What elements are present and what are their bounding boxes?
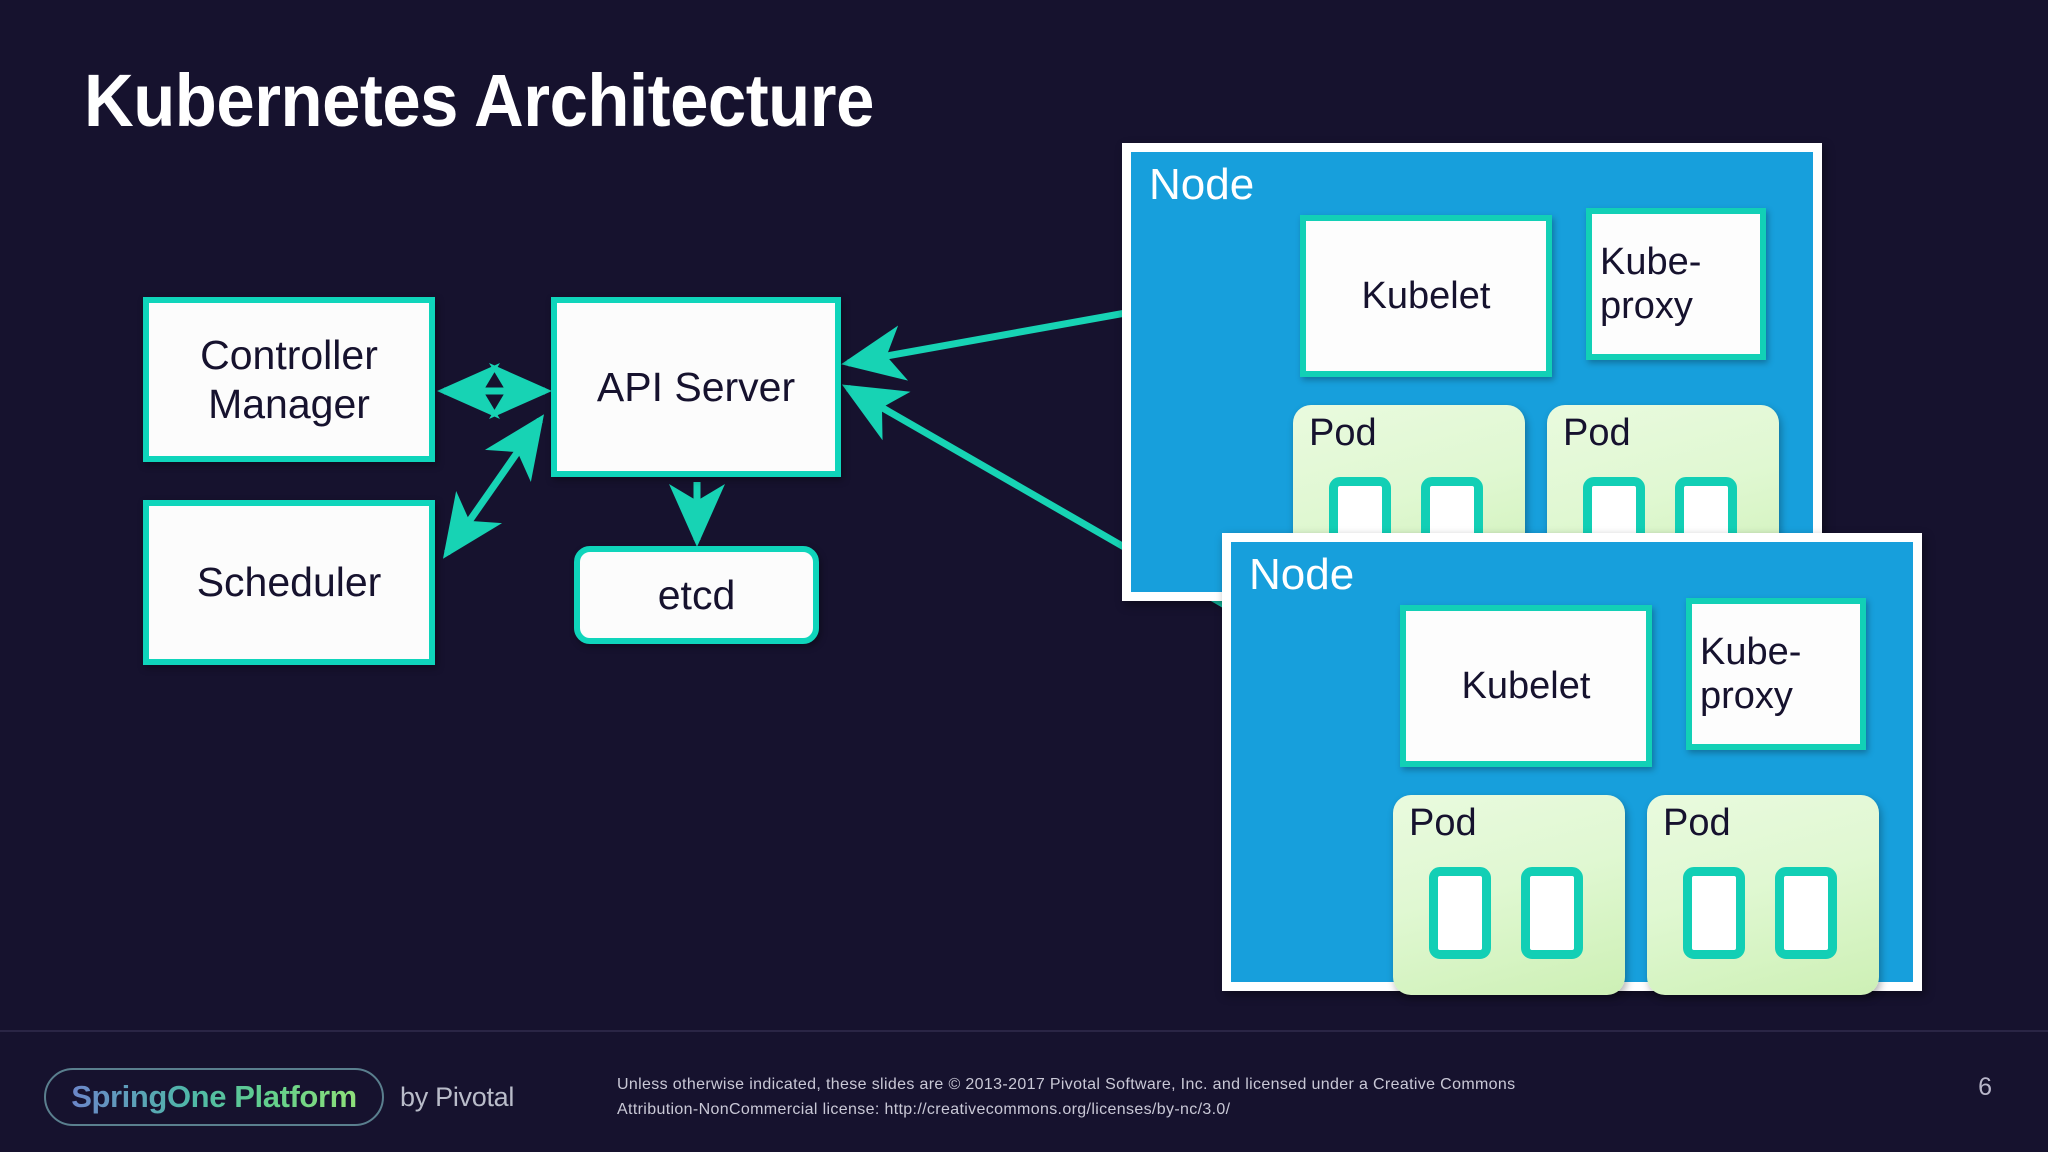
copyright-text: Unless otherwise indicated, these slides… xyxy=(617,1073,1516,1123)
pod-label: Pod xyxy=(1663,802,1731,844)
etcd-box: etcd xyxy=(574,546,819,644)
etcd-label: etcd xyxy=(657,571,736,618)
springone-logo-text: SpringOne Platform xyxy=(71,1079,357,1114)
kube-proxy-box-2: Kube- proxy xyxy=(1686,598,1866,750)
copyright-line-2: Attribution-NonCommercial license: http:… xyxy=(617,1100,1231,1118)
node-box-1: Node Kubelet Kube- proxy Pod Pod xyxy=(1122,143,1822,605)
node-label-2: Node xyxy=(1249,550,1355,599)
container-box xyxy=(1775,867,1837,959)
node-label-1: Node xyxy=(1149,160,1255,209)
api-server-box: API Server xyxy=(551,297,841,477)
kubelet-box-1: Kubelet xyxy=(1300,215,1552,377)
pod-label: Pod xyxy=(1563,412,1631,454)
container-box xyxy=(1683,867,1745,959)
springone-logo: SpringOne Platform xyxy=(44,1068,384,1126)
pod-box: Pod xyxy=(1647,795,1879,995)
page-number: 6 xyxy=(1978,1073,1992,1101)
copyright-line-1: Unless otherwise indicated, these slides… xyxy=(617,1076,1516,1093)
kube-proxy-label-2: Kube- proxy xyxy=(1700,630,1802,717)
controller-manager-box: Controller Manager xyxy=(143,297,435,462)
scheduler-box: Scheduler xyxy=(143,500,435,665)
arrow-scheduler-api-server xyxy=(442,414,545,559)
kube-proxy-box-1: Kube- proxy xyxy=(1586,208,1766,360)
kubelet-box-2: Kubelet xyxy=(1400,605,1652,767)
pod-label: Pod xyxy=(1409,802,1477,844)
kubelet-label-1: Kubelet xyxy=(1361,274,1491,317)
by-pivotal-label: by Pivotal xyxy=(400,1082,515,1112)
page-title: Kubernetes Architecture xyxy=(84,59,874,142)
container-box xyxy=(1429,867,1491,959)
pod-box: Pod xyxy=(1393,795,1625,995)
scheduler-label: Scheduler xyxy=(196,559,382,606)
kubelet-label-2: Kubelet xyxy=(1461,664,1591,707)
kube-proxy-label-1: Kube- proxy xyxy=(1600,240,1702,327)
node-box-2: Node Kubelet Kube- proxy Pod Pod xyxy=(1222,533,1922,995)
controller-manager-label: Controller Manager xyxy=(200,332,378,427)
pod-label: Pod xyxy=(1309,412,1377,454)
footer-divider xyxy=(0,1030,2048,1032)
container-box xyxy=(1521,867,1583,959)
api-server-label: API Server xyxy=(596,363,796,410)
